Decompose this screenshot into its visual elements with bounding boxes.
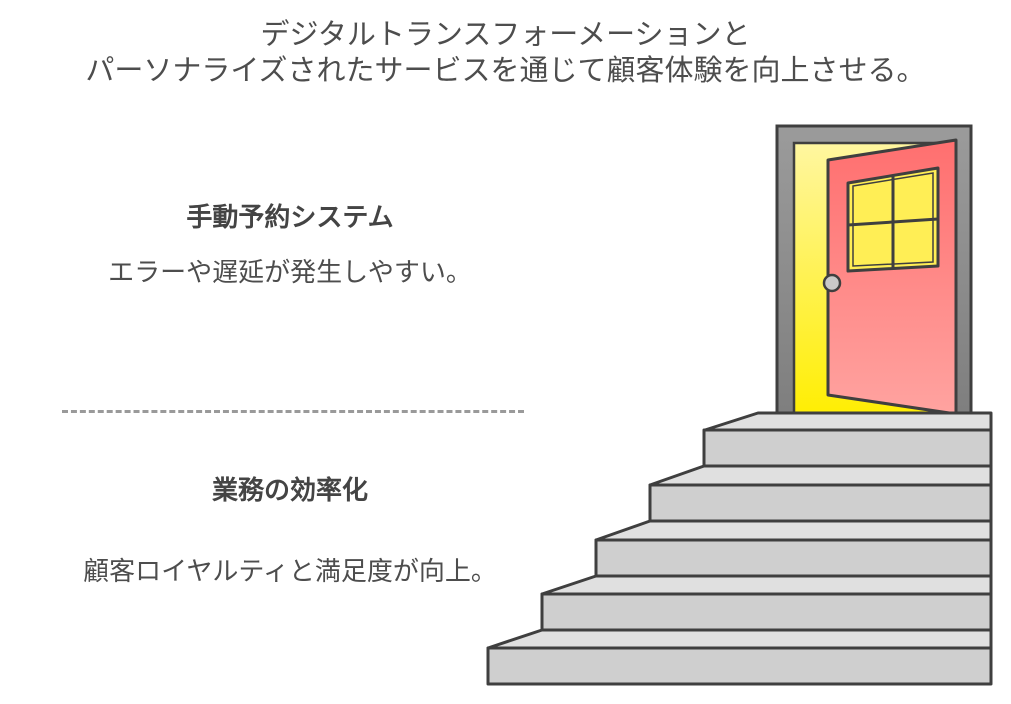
door-knob-icon xyxy=(822,273,842,293)
stair-step-5-tread xyxy=(486,628,993,650)
door-window xyxy=(846,166,940,273)
page-title-line-2: パーソナライズされたサービスを通じて顧客体験を向上させる。 xyxy=(85,53,926,87)
staircase-icon xyxy=(486,411,993,686)
manual-booking-description: エラーや遅延が発生しやすい。 xyxy=(108,258,472,288)
stair-step-1-riser xyxy=(702,428,993,468)
stair-step-2-riser xyxy=(648,483,993,523)
page-title-line-1: デジタルトランスフォーメーションと xyxy=(260,17,751,51)
efficiency-heading: 業務の効率化 xyxy=(211,476,368,506)
stair-step-1-tread xyxy=(703,411,993,432)
section-divider xyxy=(62,410,524,413)
stair-step-3-tread xyxy=(594,519,993,542)
stair-step-5-riser xyxy=(486,646,993,686)
stair-step-4-tread xyxy=(540,574,993,596)
manual-booking-heading: 手動予約システム xyxy=(186,203,394,233)
stair-step-4-riser xyxy=(540,592,993,632)
efficiency-description: 顧客ロイヤルティと満足度が向上。 xyxy=(83,557,497,587)
open-door-icon xyxy=(822,138,958,416)
stair-step-2-tread xyxy=(648,464,993,487)
stair-step-3-riser xyxy=(594,538,993,578)
